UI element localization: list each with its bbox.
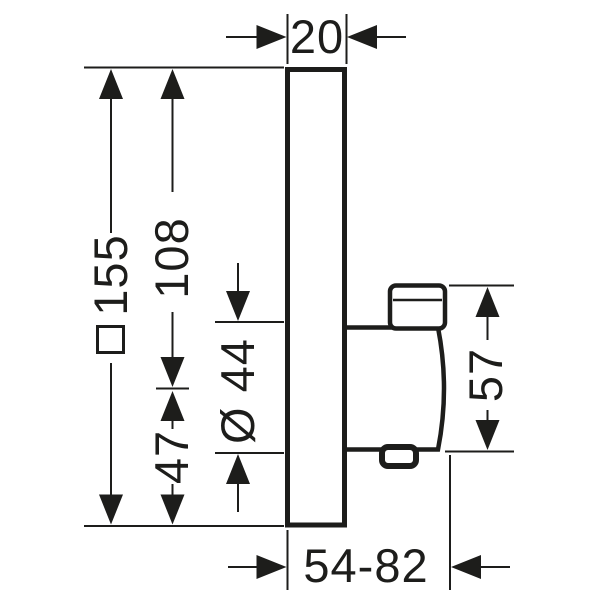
dimension-valve-center-to-bottom: 47 <box>145 391 198 525</box>
handle-housing <box>346 325 447 452</box>
arrowhead-down-icon <box>475 420 500 450</box>
arrowhead-up-icon <box>160 391 185 421</box>
arrowhead-right-icon <box>256 25 287 49</box>
dimension-label-depth-range: 54-82 <box>303 539 428 592</box>
extension-lines-shared <box>84 66 284 527</box>
arrowhead-up-icon <box>226 454 250 484</box>
dimension-plate-width: 20 <box>226 10 406 64</box>
arrowhead-right-icon <box>256 555 287 579</box>
dimension-handle-height: 57 <box>445 284 514 453</box>
product-outline <box>285 67 448 528</box>
dimension-label-diameter: Ø 44 <box>211 338 264 444</box>
dimension-label-57: 57 <box>459 348 512 402</box>
arrowhead-left-icon <box>451 555 481 579</box>
dimension-label-47: 47 <box>145 430 198 484</box>
arrowhead-down-icon <box>160 494 185 525</box>
arrowhead-down-icon <box>160 357 185 387</box>
arrowhead-left-icon <box>347 25 377 49</box>
arrowhead-down-icon <box>99 494 123 525</box>
dimension-label-108: 108 <box>145 217 198 298</box>
dimension-top-to-valve-center: 108 <box>145 69 198 390</box>
dimension-label-overall-height: 155 <box>84 234 137 315</box>
square-symbol-icon <box>96 325 125 354</box>
arrowhead-up-icon <box>99 69 123 99</box>
dimension-label-plate-width: 20 <box>290 10 344 63</box>
faceplate <box>285 67 347 528</box>
arrowhead-up-icon <box>160 69 185 99</box>
dimension-valve-diameter: Ø 44 <box>211 263 284 512</box>
arrowhead-up-icon <box>475 287 500 317</box>
arrowhead-down-icon <box>226 291 250 321</box>
dimension-installation-depth: 54-82 <box>228 455 510 592</box>
dimension-overall-height: 155 <box>84 69 137 525</box>
handle-button <box>387 283 448 331</box>
mounting-clip <box>379 444 419 469</box>
